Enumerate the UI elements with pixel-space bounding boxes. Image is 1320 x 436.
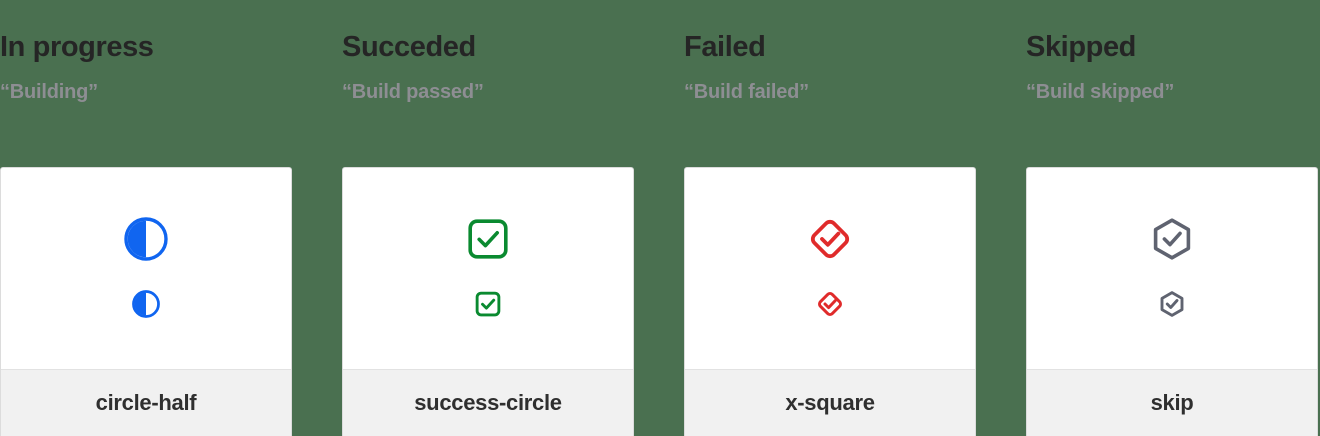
- icon-name-footer: success-circle: [343, 369, 633, 436]
- icon-name-label: skip: [1150, 390, 1194, 415]
- column-header: In progress “Building”: [0, 0, 342, 103]
- status-caption: “Build failed”: [684, 80, 809, 103]
- page-title: Failed: [684, 31, 766, 63]
- icon-card-skip[interactable]: skip: [1026, 167, 1318, 436]
- page-title: Succeded: [342, 31, 476, 63]
- status-column-failed: Failed “Build failed”: [684, 0, 1026, 436]
- icon-name-footer: x-square: [685, 369, 975, 436]
- status-caption: “Build passed”: [342, 80, 484, 103]
- column-header: Failed “Build failed”: [684, 0, 1026, 103]
- x-square-icon: [806, 215, 854, 263]
- icon-name-label: circle-half: [95, 390, 197, 415]
- page-title: Skipped: [1026, 31, 1136, 63]
- circle-half-icon-small: [131, 289, 161, 319]
- icon-preview-area: [343, 168, 633, 369]
- icon-card-success-circle[interactable]: success-circle: [342, 167, 634, 436]
- icon-name-footer: circle-half: [1, 369, 291, 436]
- icon-preview-area: [685, 168, 975, 369]
- status-caption: “Building”: [0, 80, 98, 103]
- icon-card-x-square[interactable]: x-square: [684, 167, 976, 436]
- icon-name-label: x-square: [785, 390, 875, 415]
- success-circle-icon: [464, 215, 512, 263]
- status-column-succeded: Succeded “Build passed”: [342, 0, 684, 436]
- success-circle-icon-small: [473, 289, 503, 319]
- status-column-skipped: Skipped “Build skipped”: [1026, 0, 1320, 436]
- column-header: Succeded “Build passed”: [342, 0, 684, 103]
- status-caption: “Build skipped”: [1026, 80, 1175, 103]
- icon-preview-area: [1027, 168, 1317, 369]
- skip-icon-small: [1157, 289, 1187, 319]
- status-column-in-progress: In progress “Building”: [0, 0, 342, 436]
- page-title: In progress: [0, 31, 154, 63]
- column-header: Skipped “Build skipped”: [1026, 0, 1320, 103]
- skip-icon: [1148, 215, 1196, 263]
- icon-preview-area: [1, 168, 291, 369]
- icon-name-footer: skip: [1027, 369, 1317, 436]
- x-square-icon-small: [815, 289, 845, 319]
- icon-card-circle-half[interactable]: circle-half: [0, 167, 292, 436]
- icon-name-label: success-circle: [414, 390, 562, 415]
- circle-half-icon: [122, 215, 170, 263]
